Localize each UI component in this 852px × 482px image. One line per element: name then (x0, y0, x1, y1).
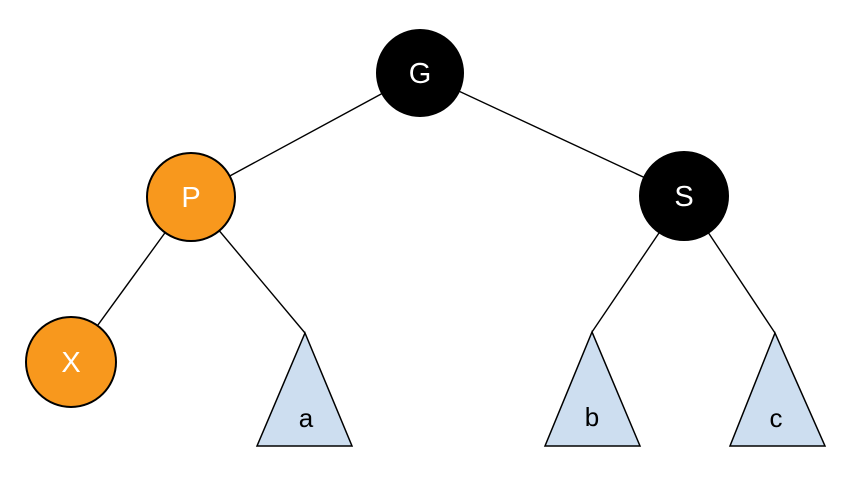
edge-G-S (419, 72, 685, 197)
subtree-c (728, 331, 827, 447)
node-G (376, 29, 464, 117)
node-label-P: P (181, 182, 200, 214)
subtree-label-c: c (770, 403, 783, 433)
subtree-a (255, 331, 354, 447)
node-X (25, 316, 117, 408)
node-S (639, 151, 729, 241)
subtree-label-a: a (299, 403, 314, 433)
node-label-X: X (61, 347, 80, 379)
node-label-S: S (674, 181, 693, 213)
subtree-b (543, 330, 642, 447)
subtree-label-b: b (585, 402, 599, 432)
node-P (146, 152, 236, 242)
node-label-G: G (409, 58, 432, 90)
